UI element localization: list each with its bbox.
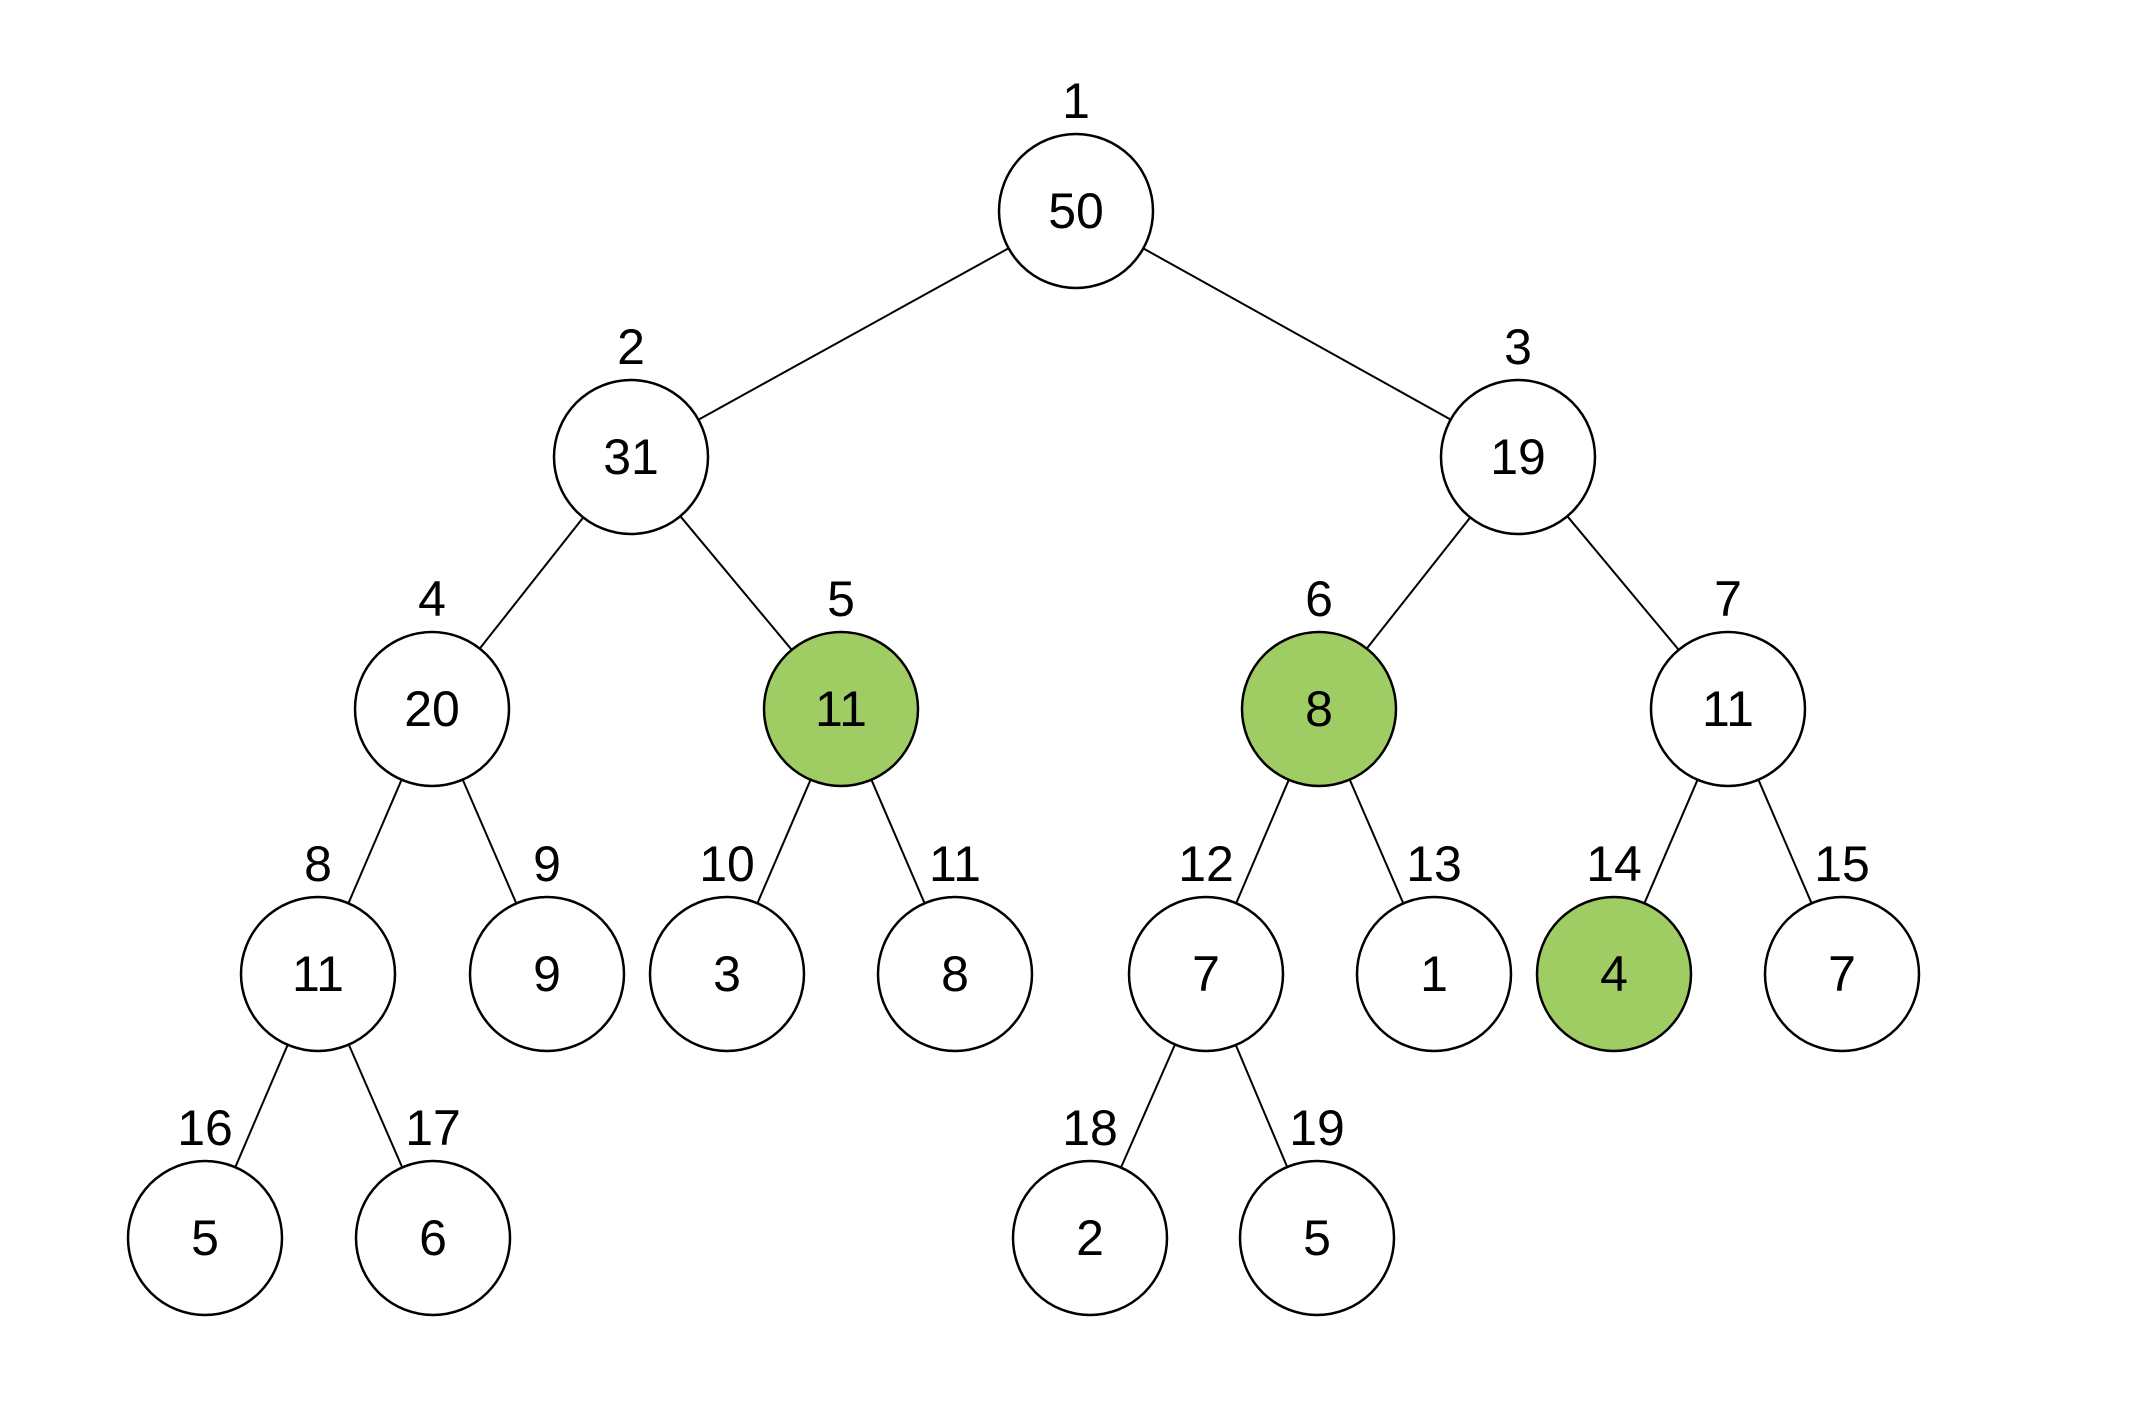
node-circle bbox=[997, 132, 1155, 290]
node-circle bbox=[126, 1159, 284, 1317]
node-value: 7 bbox=[1828, 946, 1856, 1002]
node-index-label: 16 bbox=[177, 1100, 233, 1156]
node-index-label: 3 bbox=[1504, 319, 1532, 375]
node-value: 7 bbox=[1192, 946, 1220, 1002]
edge-8-16 bbox=[234, 1044, 289, 1168]
edge-7-15 bbox=[1757, 779, 1813, 904]
tree-node-14: 4 14 bbox=[1535, 836, 1693, 1053]
tree-node-4: 20 4 bbox=[353, 571, 511, 788]
node-circle bbox=[1649, 630, 1807, 788]
node-index-label: 4 bbox=[418, 571, 446, 627]
node-value: 11 bbox=[815, 681, 867, 737]
node-index-label: 1 bbox=[1062, 73, 1090, 129]
node-index-label: 15 bbox=[1814, 836, 1870, 892]
node-value: 8 bbox=[941, 946, 969, 1002]
edge-5-11 bbox=[870, 779, 926, 904]
node-value: 20 bbox=[404, 681, 460, 737]
edge-6-13 bbox=[1348, 779, 1405, 904]
node-circle bbox=[1439, 378, 1597, 536]
highlighted-node-circle bbox=[1240, 630, 1398, 788]
tree-node-7: 11 7 bbox=[1649, 571, 1807, 788]
edge-4-8 bbox=[347, 779, 403, 904]
node-index-label: 12 bbox=[1178, 836, 1234, 892]
edge-1-3 bbox=[1142, 247, 1452, 421]
edge-8-17 bbox=[347, 1044, 404, 1168]
node-index-label: 14 bbox=[1586, 836, 1642, 892]
tree-node-2: 31 2 bbox=[552, 319, 710, 536]
node-circle bbox=[648, 895, 806, 1053]
edge-6-12 bbox=[1235, 779, 1290, 904]
edge-2-4 bbox=[478, 516, 585, 650]
node-index-label: 7 bbox=[1714, 571, 1742, 627]
node-value: 4 bbox=[1600, 946, 1628, 1002]
edge-3-6 bbox=[1365, 516, 1472, 650]
node-index-label: 9 bbox=[533, 836, 561, 892]
tree-node-13: 1 13 bbox=[1355, 836, 1513, 1053]
edge-5-10 bbox=[756, 779, 812, 904]
node-value: 2 bbox=[1076, 1210, 1104, 1266]
highlighted-node-circle bbox=[1535, 895, 1693, 1053]
tree-node-9: 99 bbox=[468, 836, 626, 1053]
edge-4-9 bbox=[461, 779, 518, 904]
edge-12-18 bbox=[1120, 1044, 1176, 1168]
tree-node-11: 8 11 bbox=[876, 836, 1034, 1053]
node-circle bbox=[1355, 895, 1513, 1053]
tree-node-10: 3 10 bbox=[648, 836, 806, 1053]
node-value: 31 bbox=[603, 429, 659, 485]
tree-node-6: 86 bbox=[1240, 571, 1398, 788]
highlighted-node-circle bbox=[762, 630, 920, 788]
tree-node-3: 19 3 bbox=[1439, 319, 1597, 536]
edge-12-19 bbox=[1234, 1044, 1289, 1168]
node-value: 5 bbox=[191, 1210, 219, 1266]
node-index-label: 10 bbox=[699, 836, 755, 892]
node-circle bbox=[1763, 895, 1921, 1053]
edge-1-2 bbox=[697, 247, 1010, 421]
node-circle bbox=[552, 378, 710, 536]
node-circle bbox=[353, 630, 511, 788]
node-value: 19 bbox=[1490, 429, 1546, 485]
node-index-label: 11 bbox=[929, 836, 981, 892]
tree-node-15: 7 15 bbox=[1763, 836, 1921, 1053]
node-index-label: 8 bbox=[304, 836, 332, 892]
node-index-label: 13 bbox=[1406, 836, 1462, 892]
tree-node-8: 11 8 bbox=[239, 836, 397, 1053]
tree-node-17: 6 17 bbox=[354, 1100, 512, 1317]
node-value: 5 bbox=[1303, 1210, 1331, 1266]
node-value: 50 bbox=[1048, 183, 1104, 239]
node-value: 11 bbox=[1702, 681, 1754, 737]
edge-3-7 bbox=[1566, 515, 1680, 651]
node-circle bbox=[1238, 1159, 1396, 1317]
tree-node-12: 7 12 bbox=[1127, 836, 1285, 1053]
node-value: 8 bbox=[1305, 681, 1333, 737]
tree-node-19: 5 19 bbox=[1238, 1100, 1396, 1317]
node-circle bbox=[1127, 895, 1285, 1053]
node-value: 6 bbox=[419, 1210, 447, 1266]
tree-node-18: 2 18 bbox=[1011, 1100, 1169, 1317]
node-circle bbox=[239, 895, 397, 1053]
node-circle bbox=[876, 895, 1034, 1053]
edge-2-5 bbox=[679, 515, 793, 651]
node-value: 9 bbox=[533, 946, 561, 1002]
tree-node-16: 5 16 bbox=[126, 1100, 284, 1317]
tree-node-1: 50 1 bbox=[997, 73, 1155, 290]
node-circle bbox=[1011, 1159, 1169, 1317]
node-index-label: 18 bbox=[1062, 1100, 1118, 1156]
node-value: 3 bbox=[713, 946, 741, 1002]
node-index-label: 5 bbox=[827, 571, 855, 627]
node-index-label: 19 bbox=[1289, 1100, 1345, 1156]
node-value: 11 bbox=[292, 946, 344, 1002]
node-circle bbox=[354, 1159, 512, 1317]
node-index-label: 6 bbox=[1305, 571, 1333, 627]
tree-node-5: 11 5 bbox=[762, 571, 920, 788]
nodes-layer: 5013121932041158611711899310811712113414… bbox=[126, 73, 1921, 1317]
node-index-label: 2 bbox=[617, 319, 645, 375]
edges-layer bbox=[234, 247, 1813, 1168]
node-circle bbox=[468, 895, 626, 1053]
edge-7-14 bbox=[1643, 779, 1699, 904]
node-value: 1 bbox=[1420, 946, 1448, 1002]
node-index-label: 17 bbox=[405, 1100, 461, 1156]
